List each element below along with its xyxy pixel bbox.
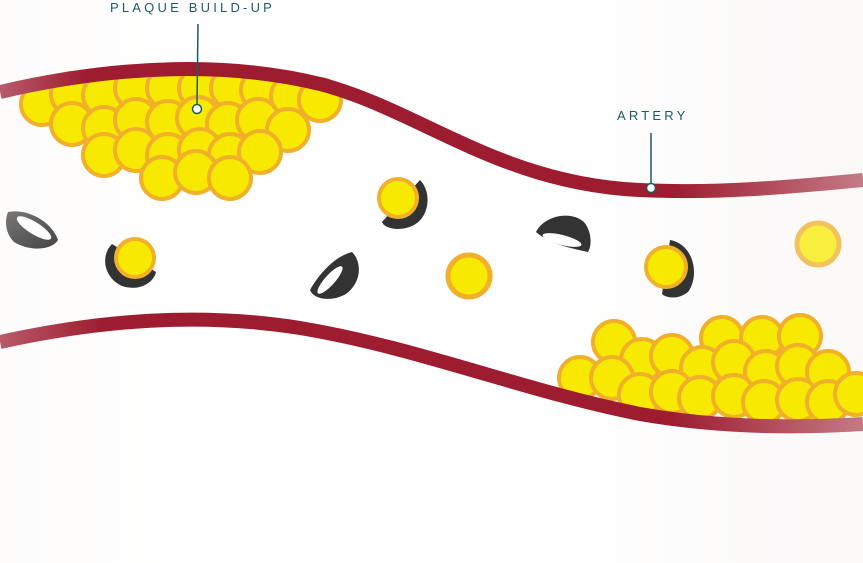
plaque-buildup-top xyxy=(19,65,343,201)
plaque-buildup-label: PLAQUE BUILD-UP xyxy=(110,0,276,15)
broken-shell-icon xyxy=(6,211,58,249)
artery-leader-line xyxy=(645,133,657,194)
plaque-leader-line xyxy=(191,23,203,115)
half-shell-with-plaque-icon xyxy=(105,237,156,288)
broken-shell-icon xyxy=(310,252,359,299)
half-shell-with-plaque-icon xyxy=(644,240,694,298)
broken-shell-icon xyxy=(536,215,591,252)
artery-wall-top xyxy=(0,62,863,199)
artery-wall-bottom xyxy=(0,312,863,434)
half-shell-with-plaque-icon xyxy=(377,177,428,229)
plaque-cell-icon xyxy=(445,252,493,300)
plaque-cell-icon xyxy=(794,220,842,268)
artery-label: ARTERY xyxy=(617,108,689,123)
